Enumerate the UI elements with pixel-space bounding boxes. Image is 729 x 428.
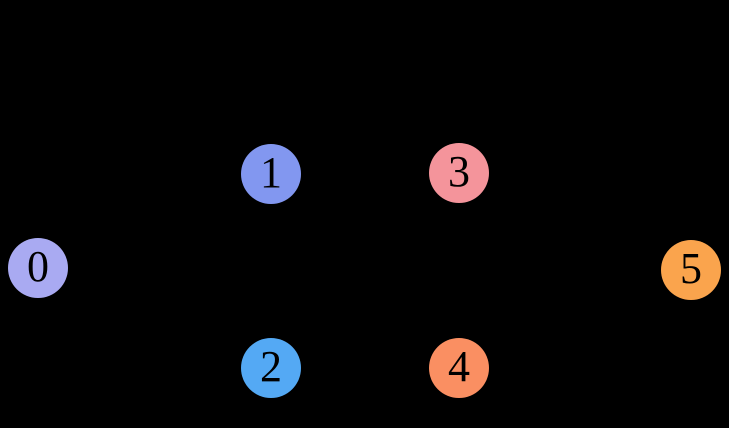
graph-node-label: 1 <box>260 148 282 197</box>
graph-node-label: 3 <box>448 147 470 196</box>
graph-node-label: 5 <box>680 244 702 293</box>
graph-node-label: 4 <box>448 342 470 391</box>
graph-node-4: 4 <box>429 338 489 398</box>
graph-node-1: 1 <box>241 144 301 204</box>
graph-node-label: 0 <box>27 242 49 291</box>
graph-node-2: 2 <box>241 338 301 398</box>
graph-node-5: 5 <box>661 240 721 300</box>
graph-node-label: 2 <box>260 342 282 391</box>
graph-node-0: 0 <box>8 238 68 298</box>
graph-node-3: 3 <box>429 143 489 203</box>
